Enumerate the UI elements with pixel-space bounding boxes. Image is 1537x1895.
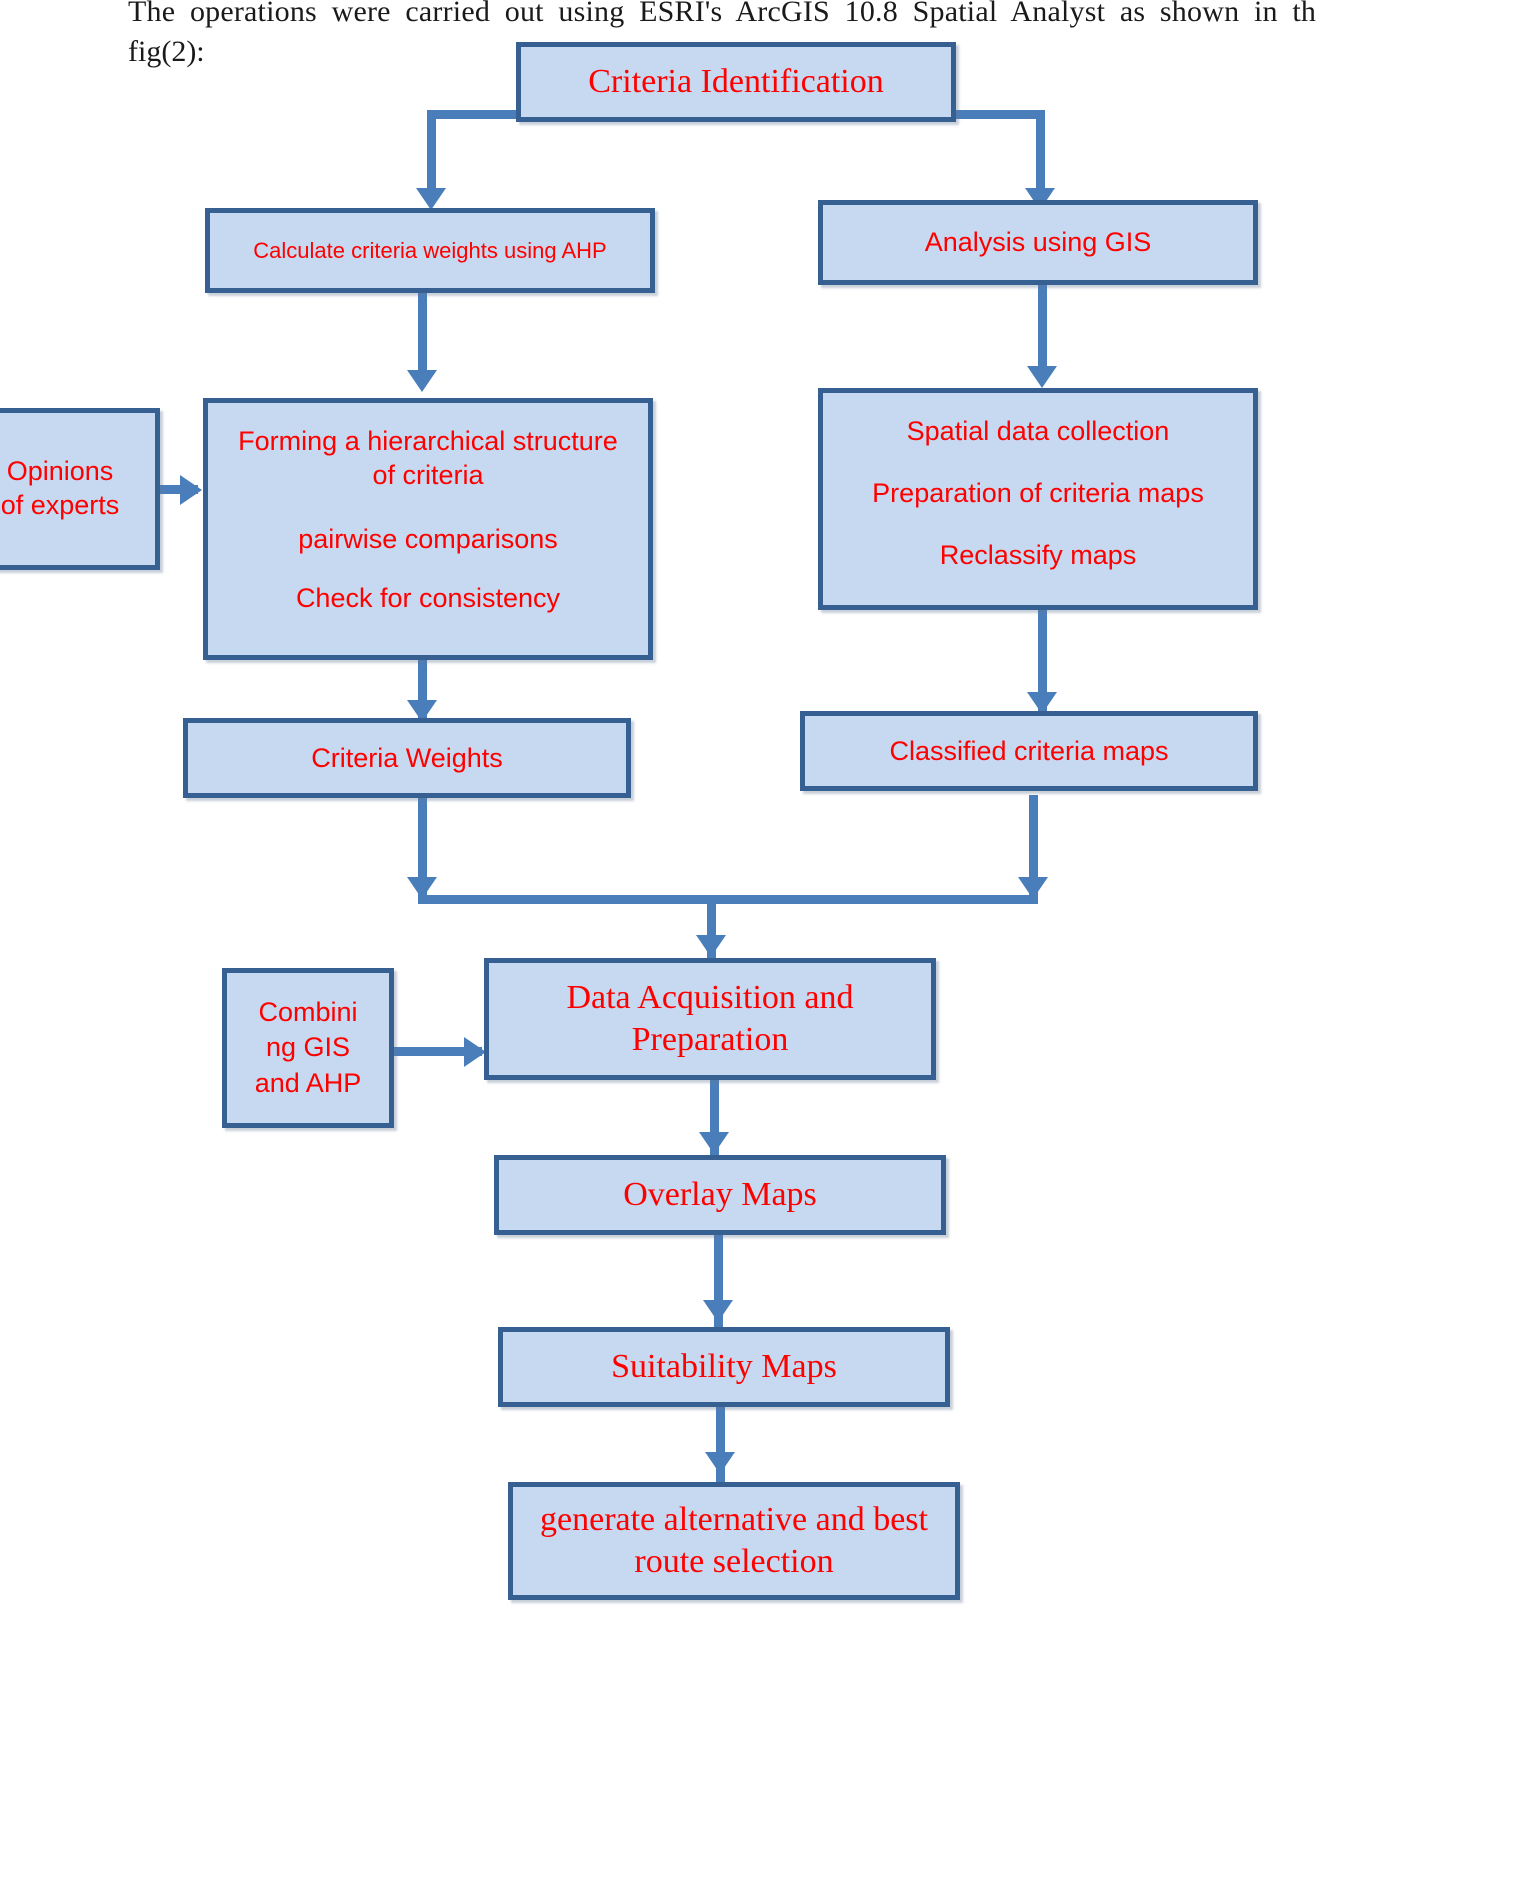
arrow-hierarchy-to-criteria-weights [407, 700, 437, 722]
node-label-line-3: Reclassify maps [939, 539, 1137, 570]
node-label-line-2: of criteria [372, 459, 484, 490]
edge-classified-to-merge [1029, 795, 1038, 895]
node-label-line-1: Combini [258, 997, 358, 1028]
node-label: Criteria Weights [311, 742, 503, 773]
arrow-merge-to-data-acquisition [696, 935, 726, 957]
arrow-data-acquisition-to-overlay [699, 1132, 729, 1154]
node-hierarchical-structure[interactable]: Forming a hierarchical structure of crit… [203, 398, 653, 660]
arrow-spatial-to-classified [1027, 692, 1057, 714]
node-label-line-2: ng GIS [265, 1032, 351, 1063]
node-spatial-data-collection[interactable]: Spatial data collection Preparation of c… [818, 388, 1258, 610]
node-label-line-4: Check for consistency [295, 583, 561, 614]
edge-calculate-to-hierarchy-line [418, 293, 427, 378]
node-label: Classified criteria maps [889, 735, 1169, 766]
arrow-opinions-to-hierarchy [180, 475, 202, 505]
edge-opinions-to-hierarchy-line [160, 485, 198, 494]
node-criteria-weights[interactable]: Criteria Weights [183, 718, 631, 798]
intro-text-line-1: The operations were carried out using ES… [128, 0, 1317, 28]
edge-merge-to-data-acquisition-line [707, 895, 716, 960]
node-label: Criteria Identification [588, 63, 884, 100]
arrow-classified-merge [1018, 877, 1048, 899]
arrow-combining-to-data-acquisition [464, 1037, 486, 1067]
node-label-line-2: Preparation of criteria maps [872, 477, 1204, 508]
arrow-suitability-to-generate [705, 1452, 735, 1474]
node-overlay-maps[interactable]: Overlay Maps [494, 1155, 946, 1235]
edge-combining-to-data-acquisition-line [392, 1047, 482, 1056]
edge-suitability-to-generate-line [716, 1405, 725, 1485]
edge-hierarchy-to-criteria-weights-line [418, 660, 427, 722]
node-calculate-criteria-weights[interactable]: Calculate criteria weights using AHP [205, 208, 655, 293]
edge-data-acquisition-to-overlay-line [710, 1080, 719, 1158]
arrow-calculate-to-hierarchy [407, 370, 437, 392]
node-label-line-1: generate alternative and best [540, 1500, 928, 1538]
arrow-overlay-to-suitability [703, 1300, 733, 1322]
edge-merge-bar [418, 895, 1038, 904]
node-opinions-of-experts[interactable]: Opinions of experts [0, 408, 160, 570]
node-combining-gis-and-ahp[interactable]: Combini ng GIS and AHP [222, 968, 394, 1128]
edge-analysis-to-spatial-line [1038, 285, 1047, 375]
node-criteria-identification[interactable]: Criteria Identification [516, 42, 956, 122]
node-label-line-3: and AHP [254, 1067, 362, 1098]
node-suitability-maps[interactable]: Suitability Maps [498, 1327, 950, 1407]
arrow-criteria-weights-merge [407, 877, 437, 899]
node-generate-route-selection[interactable]: generate alternative and best route sele… [508, 1482, 960, 1600]
node-label-line-1: Spatial data collection [906, 416, 1170, 446]
node-label-line-2: Preparation [631, 1021, 789, 1058]
edge-to-calculate-criteria-weights-line [427, 110, 436, 195]
node-label-line-2: of experts [0, 490, 120, 520]
node-classified-criteria-maps[interactable]: Classified criteria maps [800, 711, 1258, 791]
edge-criteria-weights-to-merge [418, 795, 427, 895]
edge-spatial-to-classified-line [1038, 610, 1047, 715]
edge-overlay-to-suitability-line [714, 1232, 723, 1332]
arrow-to-calculate-criteria-weights [416, 188, 446, 210]
node-label-line-1: Forming a hierarchical structure [238, 426, 618, 456]
node-analysis-using-gis[interactable]: Analysis using GIS [818, 200, 1258, 285]
edge-to-analysis-using-gis-line [1036, 110, 1045, 195]
node-label: Suitability Maps [611, 1348, 837, 1385]
node-data-acquisition[interactable]: Data Acquisition and Preparation [484, 958, 936, 1080]
intro-text-line-2: fig(2): [128, 35, 205, 68]
node-label-line-2: route selection [634, 1543, 834, 1580]
node-label-line-1: Opinions [6, 456, 114, 487]
node-label-line-1: Data Acquisition and [566, 978, 854, 1016]
arrow-analysis-to-spatial [1027, 366, 1057, 388]
node-label: Overlay Maps [623, 1176, 817, 1213]
node-label-line-3: pairwise comparisons [298, 523, 558, 554]
node-label: Analysis using GIS [924, 227, 1152, 257]
node-label: Calculate criteria weights using AHP [253, 237, 607, 263]
